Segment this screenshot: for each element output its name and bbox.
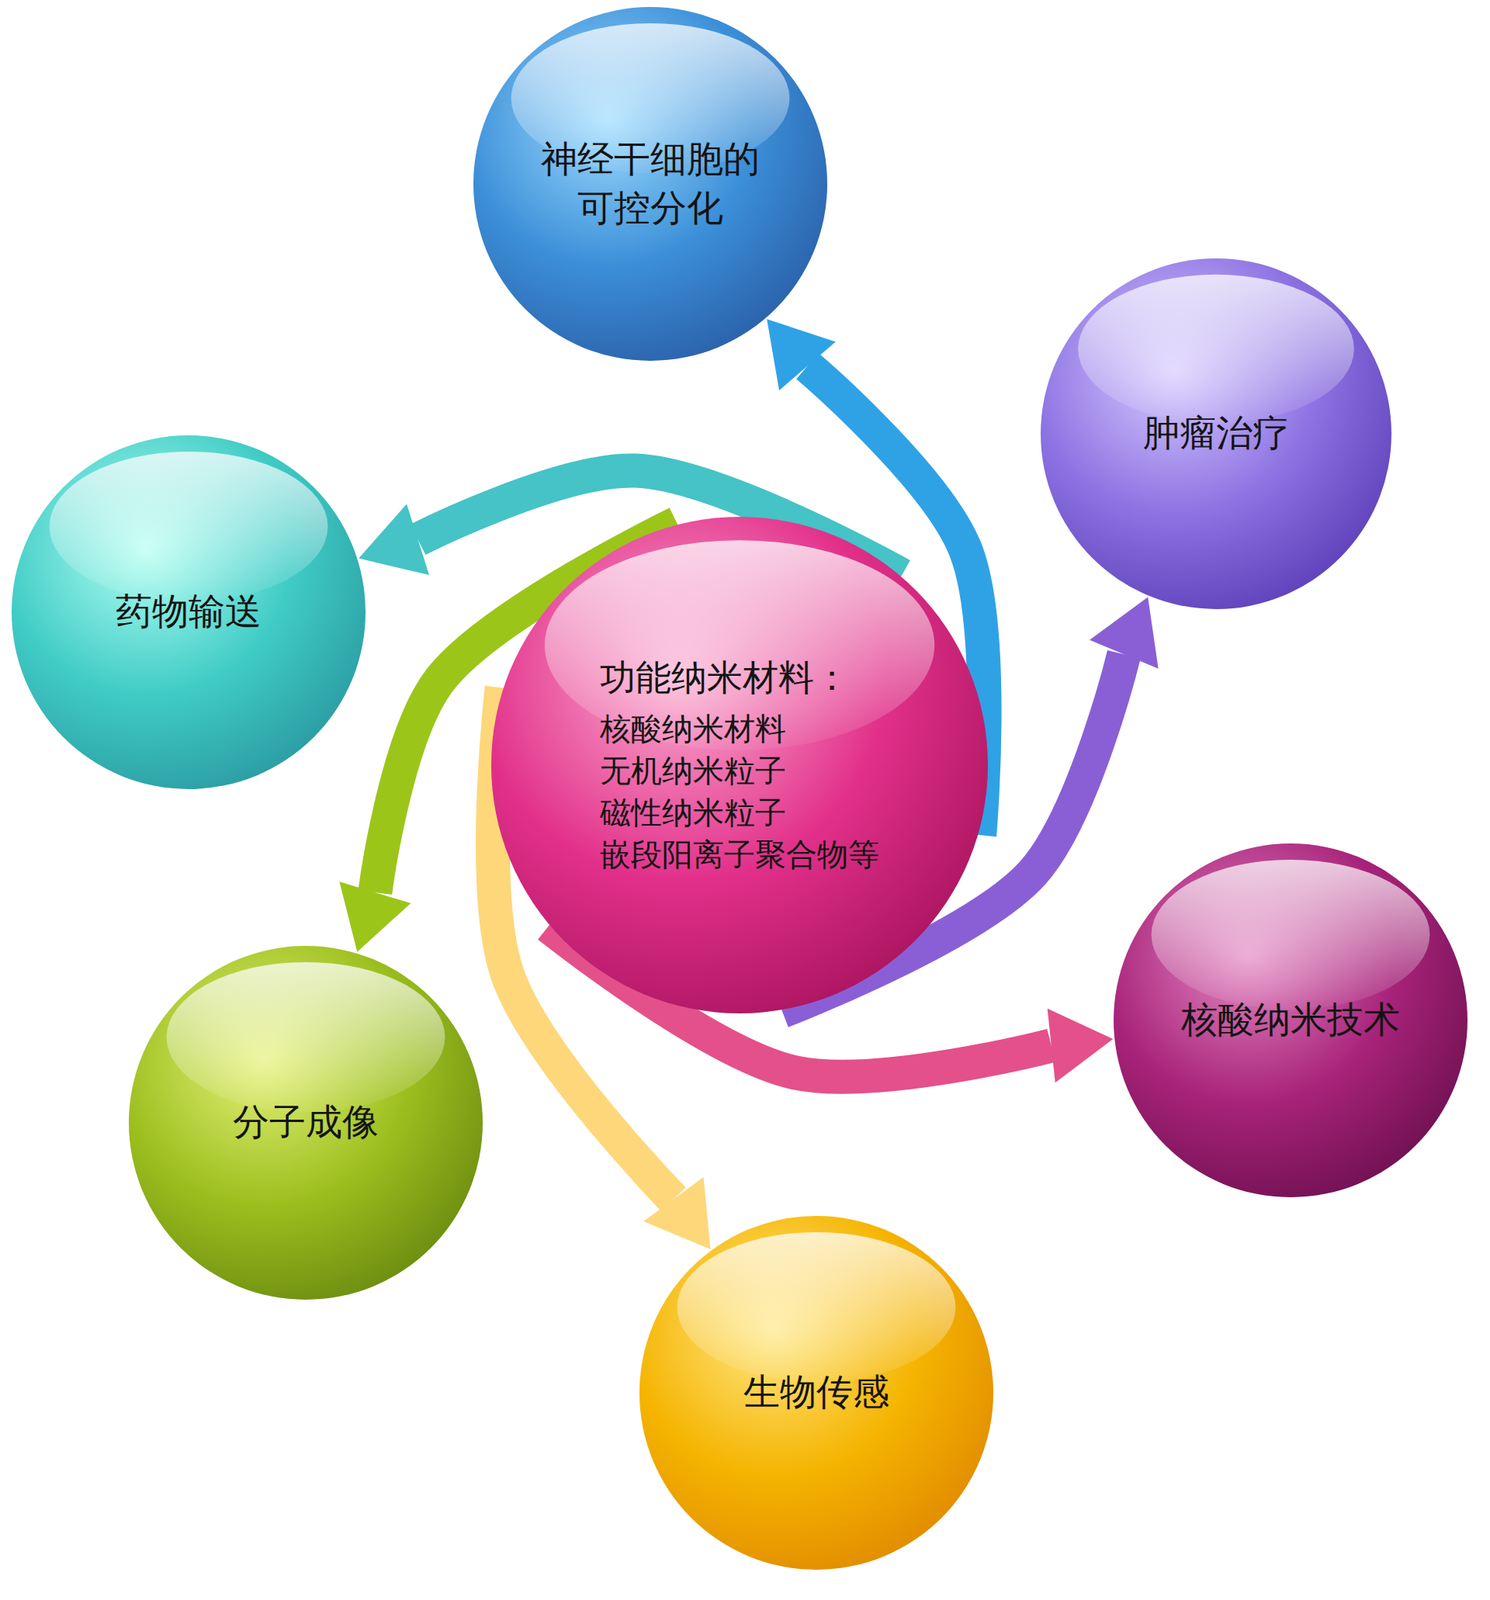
sphere-highlight bbox=[166, 962, 446, 1113]
node-text-block: 分子成像 bbox=[232, 1098, 379, 1147]
node-content: 生物传感 bbox=[637, 1214, 995, 1572]
list-item: 嵌段阳离子聚合物等 bbox=[599, 834, 880, 877]
list-item: 核酸纳米材料 bbox=[599, 708, 880, 751]
application-sphere: 核酸纳米技术 bbox=[1112, 842, 1470, 1199]
node-text-block: 生物传感 bbox=[743, 1368, 890, 1418]
node-label: 生物传感 bbox=[743, 1368, 890, 1418]
arrow-head bbox=[358, 504, 430, 576]
sphere-highlight bbox=[1151, 859, 1431, 1010]
node-label: 肿瘤治疗 bbox=[1143, 408, 1290, 458]
node-text-block: 核酸纳米技术 bbox=[1181, 995, 1400, 1045]
application-sphere: 肿瘤治疗 bbox=[1039, 256, 1393, 611]
sphere-body bbox=[1113, 843, 1468, 1198]
node-text-block: 功能纳米材料： 核酸纳米材料无机纳米粒子磁性纳米粒子嵌段阳离子聚合物等 bbox=[599, 654, 880, 877]
sphere-body bbox=[639, 1216, 994, 1570]
node-label: 神经干细胞的可控分化 bbox=[533, 135, 767, 234]
node-content: 神经干细胞的可控分化 bbox=[471, 5, 829, 363]
node-label: 核酸纳米技术 bbox=[1181, 995, 1400, 1045]
application-sphere: 药物输送 bbox=[10, 433, 368, 791]
node-label: 功能纳米材料： bbox=[599, 654, 880, 703]
node-text-block: 神经干细胞的可控分化 bbox=[533, 135, 767, 234]
node-content: 功能纳米材料： 核酸纳米材料无机纳米粒子磁性纳米粒子嵌段阳离子聚合物等 bbox=[489, 515, 990, 1016]
sphere-body bbox=[128, 945, 483, 1300]
sphere-body bbox=[491, 516, 988, 1014]
application-sphere: 神经干细胞的可控分化 bbox=[471, 5, 829, 363]
node-content: 分子成像 bbox=[127, 944, 485, 1302]
arrow-head bbox=[1089, 596, 1159, 669]
application-sphere: 分子成像 bbox=[127, 944, 485, 1302]
sphere-body bbox=[1040, 258, 1392, 610]
node-text-block: 药物输送 bbox=[115, 587, 262, 637]
sphere-body bbox=[11, 435, 366, 790]
sphere-highlight bbox=[677, 1232, 957, 1383]
list-item: 磁性纳米粒子 bbox=[599, 792, 880, 835]
arrow-head bbox=[1047, 1008, 1114, 1083]
node-content: 肿瘤治疗 bbox=[1039, 256, 1393, 611]
center-sphere: 功能纳米材料： 核酸纳米材料无机纳米粒子磁性纳米粒子嵌段阳离子聚合物等 bbox=[489, 515, 990, 1016]
sphere-shape bbox=[471, 5, 829, 363]
node-text-block: 肿瘤治疗 bbox=[1143, 408, 1290, 458]
arrow-head bbox=[766, 318, 836, 391]
application-sphere: 生物传感 bbox=[637, 1214, 995, 1572]
node-label: 药物输送 bbox=[115, 587, 262, 637]
sphere-highlight bbox=[1077, 274, 1355, 424]
arrow-head bbox=[643, 1177, 711, 1250]
sphere-body bbox=[473, 6, 828, 361]
list-item: 无机纳米粒子 bbox=[599, 750, 880, 793]
node-content: 药物输送 bbox=[10, 433, 368, 791]
sphere-highlight bbox=[544, 540, 935, 750]
arrow-head bbox=[339, 881, 411, 952]
node-label: 分子成像 bbox=[232, 1098, 379, 1147]
node-content: 核酸纳米技术 bbox=[1112, 842, 1470, 1199]
sphere-highlight bbox=[49, 451, 329, 602]
